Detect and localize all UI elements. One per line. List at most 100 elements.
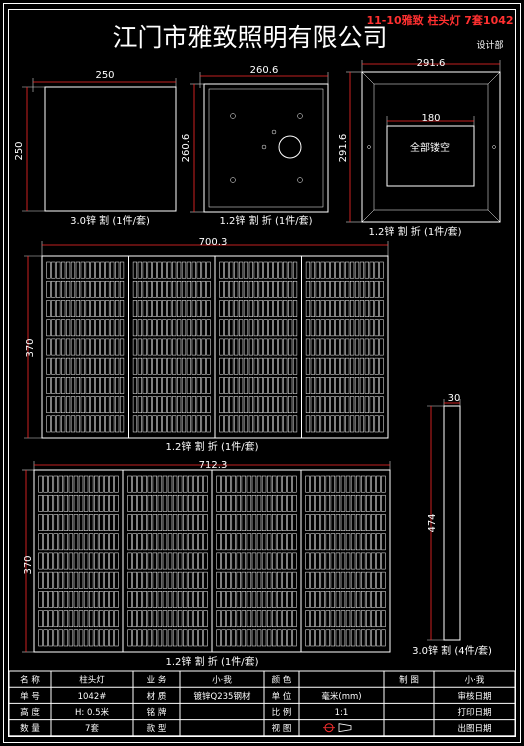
grille-slot [85,357,90,375]
grille-slot [283,280,288,298]
grille-slot [162,514,168,531]
grille-slot [266,571,272,589]
grille-slot [196,300,201,317]
grille-slot [243,300,249,317]
grille-slot [132,552,137,570]
grille-slot [272,610,277,628]
grille-slot [310,610,315,628]
grille-slot [46,415,51,433]
grille-slot [330,475,336,493]
grille-slot [241,629,247,647]
grille-slot [203,552,208,570]
grille-slot [73,571,79,589]
grille-slot [374,300,379,317]
grille-slot [251,494,257,512]
grille-slot [115,319,120,337]
center-hole [278,135,302,159]
grille-slot [345,533,351,551]
grille-slot [104,629,109,647]
grille-slot [282,514,287,531]
grille-slot [100,396,105,414]
title-block-label: 材 质 [147,691,167,702]
grille-slot [350,552,356,570]
grille-slot [381,610,386,628]
grille-slot [114,610,119,628]
grille-slot [105,357,110,375]
grille-slot [219,338,224,356]
grille-slot [201,338,206,356]
grille-slot [85,377,90,394]
grille-slot [354,415,360,433]
grille-slot [90,415,95,433]
grille-slot [221,494,226,512]
grille-slot [277,610,282,628]
grille-slot [278,415,283,433]
grille-slot [105,319,110,337]
grille-slot [51,377,56,394]
grille-slot [234,300,239,317]
grille-slot [345,475,351,493]
grille-slot [65,338,71,356]
grille-slot [310,338,315,356]
grille-slot [43,629,48,647]
grille-slot [354,300,360,317]
grille-slot-grid [38,470,386,652]
grille-slot [203,571,208,589]
grille-slot [263,319,268,337]
grille-slot [330,338,335,356]
grille-slot [292,591,297,608]
grille-slot [325,357,330,375]
grille-slot [315,571,320,589]
grille-slot [196,377,201,394]
grille-slot [379,319,384,337]
grille-slot [75,338,80,356]
grille-slot [132,494,137,512]
grille-slot [167,377,172,394]
grille-slot [283,396,288,414]
department-label: 设计部 [476,39,503,51]
grille-slot [231,571,236,589]
grille-slot [167,533,173,551]
grille-slot [219,261,224,279]
grille-slot [43,475,48,493]
grille-slot [366,475,371,493]
grille-slot [88,591,94,608]
grille-slot [181,338,187,356]
grille-slot [181,261,187,279]
grille-slot [127,514,132,531]
grille-slot [206,261,211,279]
grille-slot [226,629,231,647]
grille-slot [152,300,157,317]
grille-slot [256,552,262,570]
grille-slot [238,338,244,356]
grille-slot [258,396,263,414]
grille-slot [162,319,167,337]
grille-slot [325,377,330,394]
grille-slot [167,415,172,433]
grille-slot [53,610,58,628]
grille-slot [203,610,208,628]
grille-slot [246,629,252,647]
grille-slot [263,338,268,356]
grille-slot [157,571,163,589]
grille-slot [58,494,63,512]
grille-slot [110,357,115,375]
grille-slot [361,514,366,531]
grille-slot [366,533,371,551]
grille-slot [236,629,241,647]
grille-slot [371,629,376,647]
p1-height-dim: 250 [14,141,25,160]
grille-slot [224,396,229,414]
grille-slot [90,357,95,375]
grille-slot [83,571,89,589]
grille-slot [320,533,325,551]
grille-slot [216,552,221,570]
grille-slot [268,319,273,337]
grille-slot [292,494,297,512]
grille-slot [132,415,138,433]
grille-slot [305,571,310,589]
grille-slot [162,533,168,551]
grille-slot [315,280,320,298]
grille-slot [251,475,257,493]
grille-slot [177,494,183,512]
